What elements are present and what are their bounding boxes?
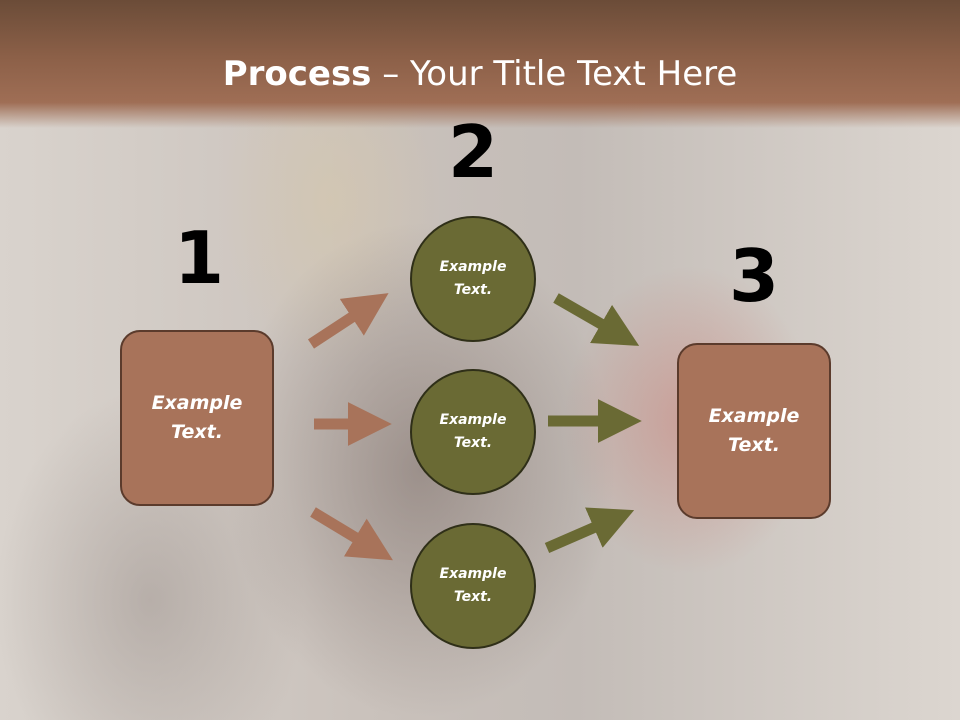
arrow-left-top <box>307 293 389 349</box>
arrow-right-top <box>553 293 640 346</box>
step-number-3: 3 <box>728 234 780 318</box>
title-banner <box>0 0 960 128</box>
step-2-circle-middle: Example Text. <box>410 369 536 495</box>
step-3-label: Example Text. <box>708 405 800 456</box>
step-number-2: 2 <box>447 110 499 194</box>
arrow-left-bottom <box>310 507 393 561</box>
step-2-circle-top: Example Text. <box>410 216 536 342</box>
step-1-label: Example Text. <box>151 392 243 443</box>
title-rest: – Your Title Text Here <box>371 54 738 94</box>
circle-top-label: Example Text. <box>439 259 507 298</box>
step-1-box: Example Text. <box>120 330 274 506</box>
step-number-1: 1 <box>173 216 225 300</box>
title-bold: Process <box>222 54 372 94</box>
arrow-right-bottom <box>544 507 635 554</box>
circle-middle-label: Example Text. <box>439 412 507 451</box>
step-2-circle-bottom: Example Text. <box>410 523 536 649</box>
step-3-box: Example Text. <box>677 343 831 519</box>
slide-title: Process – Your Title Text Here <box>0 52 960 96</box>
circle-bottom-label: Example Text. <box>439 566 507 605</box>
